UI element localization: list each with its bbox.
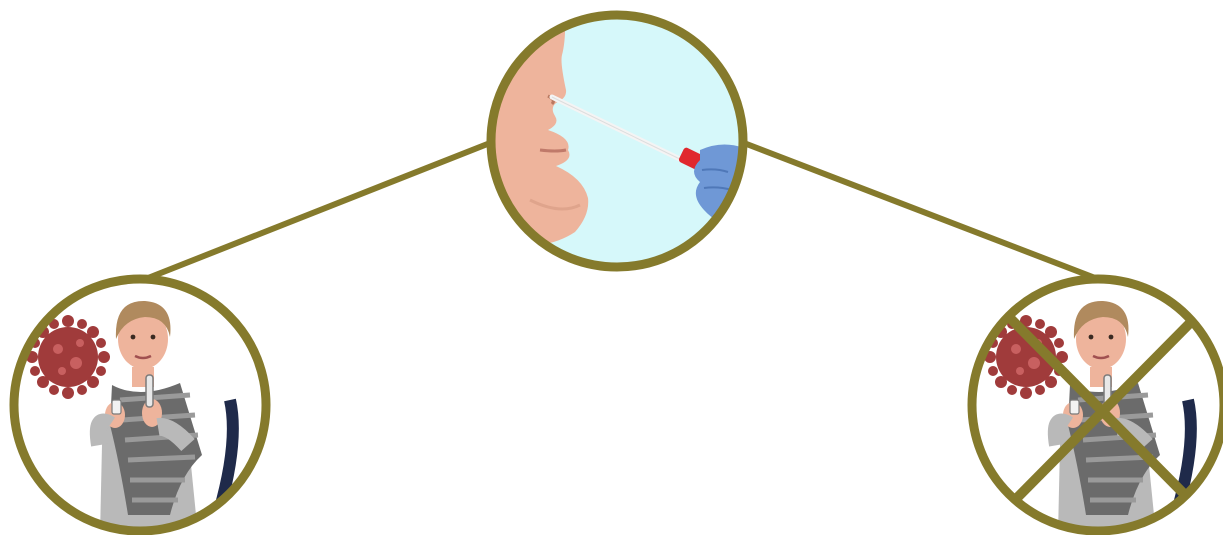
positive-node bbox=[10, 275, 270, 535]
negative-node bbox=[968, 275, 1223, 535]
connector-test-to-negative bbox=[744, 143, 1103, 281]
connector-test-to-positive bbox=[143, 143, 490, 280]
test-node bbox=[490, 14, 744, 268]
